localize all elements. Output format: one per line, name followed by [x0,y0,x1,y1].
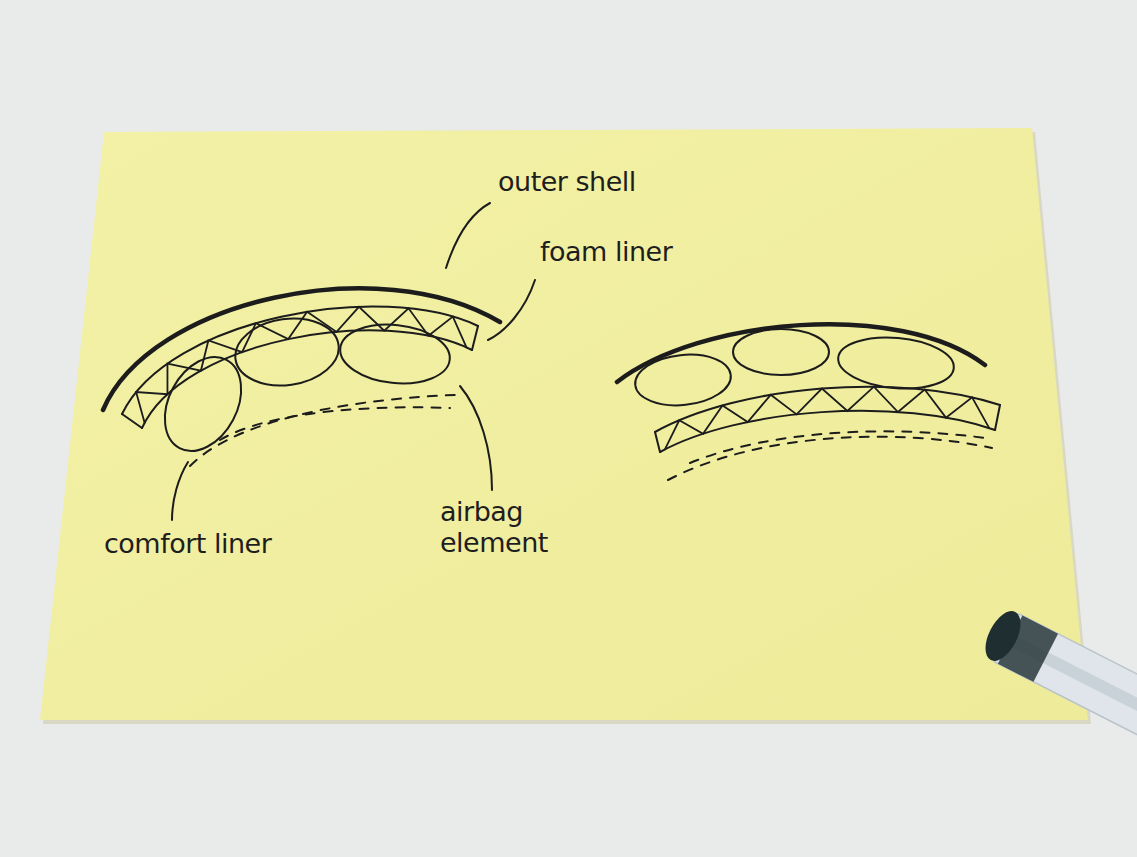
foam-zigzag [136,307,466,423]
left-helmet-section [103,288,500,466]
comfort-liner [690,431,985,463]
airbag-element [733,329,829,375]
foam-liner-end [122,326,478,428]
comfort-liner [668,437,992,480]
airbag-element [836,333,956,393]
airbag-element [231,312,343,392]
part-label: airbag element [440,496,572,558]
comfort-liner [220,407,450,440]
sticky-note [40,128,1088,720]
airbag-element [633,350,734,410]
part-label: outer shell [498,166,636,197]
part-label: foam liner [540,236,672,267]
outer-shell [103,288,500,410]
airbag-element [337,319,452,388]
outer-shell [617,324,985,382]
right-helmet-section [617,324,1000,480]
leader-line [172,462,188,520]
leader-line [460,386,492,490]
leader-lines [172,203,535,520]
pen [978,606,1137,760]
comfort-liner [190,395,455,466]
leader-line [446,203,490,268]
pen-cap [978,606,1027,667]
leader-line [488,280,535,340]
airbag-element [150,344,257,464]
part-label: comfort liner [104,528,271,559]
